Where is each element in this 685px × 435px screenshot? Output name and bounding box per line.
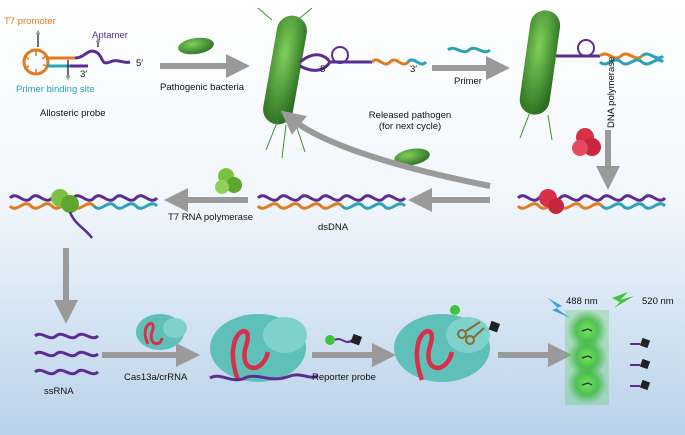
cas13a-cleavage-complex — [394, 305, 501, 382]
dsdna-product — [256, 194, 407, 210]
bacteria-with-primer — [519, 10, 665, 141]
cas13a-ssrna-complex — [209, 314, 319, 382]
primer-label: Primer — [454, 76, 482, 87]
t7-promoter-label: T7 promoter — [4, 16, 56, 27]
wavelength-520-label: 520 nm — [642, 296, 674, 307]
released-bacteria-icon — [394, 148, 430, 166]
dsdna-transcription — [8, 189, 159, 239]
reporter-probe-label: Reporter probe — [312, 372, 376, 383]
dna-polymerase-label: DNA polymerase — [606, 56, 617, 128]
primer-binding-site-label: Primer binding site — [16, 84, 95, 95]
quencher-fragments — [630, 337, 651, 391]
excitation-488-lightning-icon — [548, 298, 570, 318]
complex-5prime-label: 5′ — [320, 64, 328, 75]
ssrna-label: ssRNA — [44, 386, 74, 397]
t7-rna-polymerase-enzyme — [215, 168, 242, 194]
ssrna-strands — [34, 332, 99, 376]
primer-strand — [447, 46, 491, 54]
emission-520-lightning-icon — [612, 292, 634, 308]
process-arrows — [54, 54, 620, 367]
bacteria-small-icon — [178, 37, 214, 55]
allosteric-probe-label: Allosteric probe — [40, 108, 106, 119]
complex-3prime-label: 3′ — [410, 64, 418, 75]
dna-polymerase-enzyme — [572, 128, 601, 156]
aptamer-label: Aptamer — [92, 30, 128, 41]
dsdna-with-polymerase — [516, 189, 667, 214]
released-pathogen-label: Released pathogen — [368, 110, 452, 121]
fluorescence-readout — [565, 310, 609, 405]
probe-3prime-label: 3′ — [80, 69, 88, 80]
cas13a-crrna-label: Cas13a/crRNA — [124, 372, 188, 383]
allosteric-probe — [22, 29, 131, 81]
bacteria-bound-probe — [257, 7, 428, 159]
pathogenic-bacteria-label: Pathogenic bacteria — [160, 82, 244, 93]
probe-5prime-label: 5′ — [136, 58, 144, 69]
cas13a-small — [136, 314, 187, 350]
wavelength-488-label: 488 nm — [566, 296, 598, 307]
next-cycle-label: (for next cycle) — [378, 121, 442, 132]
scissors-icon — [457, 321, 485, 345]
dsdna-label: dsDNA — [318, 222, 349, 233]
t7-rna-polymerase-label: T7 RNA polymerase — [168, 212, 254, 223]
reporter-probe-icon — [325, 333, 363, 346]
